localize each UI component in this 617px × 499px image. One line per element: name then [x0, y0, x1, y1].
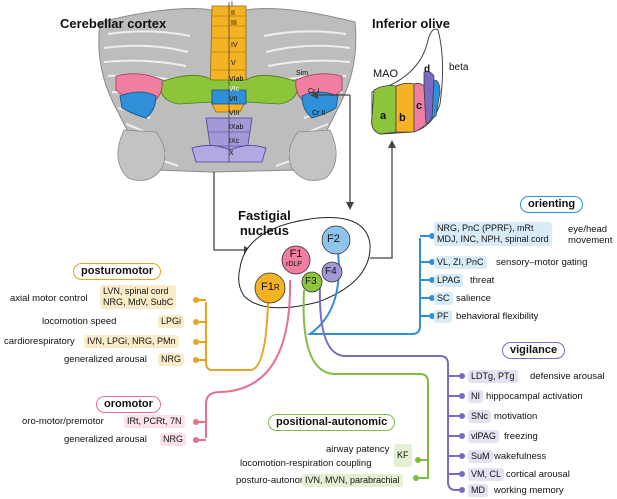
- olive-c-label: c: [416, 100, 423, 112]
- posturomotor-box-cardio: IVN, LPGi, NRG, PMn: [84, 335, 179, 348]
- oromotor-header: oromotor: [96, 396, 161, 413]
- lobule-label: VII: [229, 96, 238, 103]
- lobule-label: III: [231, 20, 237, 27]
- fastigial-title-line1: Fastigial: [238, 208, 291, 223]
- f2-label: F2: [327, 233, 340, 245]
- vigilance-header: vigilance: [502, 342, 566, 359]
- f3-label: F3: [305, 276, 317, 287]
- olive-d-label: d: [424, 64, 431, 75]
- orienting-box-sc: SC: [434, 292, 453, 305]
- orienting-box-eye-head: NRG, PnC (PPRF), mRt MDJ, INC, NPH, spin…: [434, 222, 552, 246]
- orienting-desc-gating: sensory–motor gating: [496, 257, 588, 268]
- lobule-label: X: [229, 150, 234, 157]
- lobule-label: V: [231, 60, 236, 67]
- nucleus-subdivisions: [254, 225, 351, 304]
- posturomotor-box-line: LVN, spinal cord: [103, 286, 169, 296]
- f1-label: F1: [288, 248, 304, 260]
- orienting-header: orienting: [520, 196, 584, 213]
- vigilance-box-vm-cl: VM, CL: [468, 468, 505, 481]
- cr1-label: Cr I: [308, 88, 320, 95]
- vigilance-box-snc: SNc: [468, 410, 492, 423]
- f4-label: F4: [325, 266, 337, 277]
- posturomotor-box-line: NRG, MdV, SubC: [103, 297, 174, 307]
- oromotor-box-premotor: IRt, PCRt, 7N: [124, 415, 185, 428]
- orienting-box-line: NRG, PnC (PPRF), mRt: [437, 223, 534, 233]
- orienting-desc-threat: threat: [470, 275, 495, 286]
- orienting-box-lpag: LPAG: [434, 274, 464, 287]
- sim-label: Sim: [296, 70, 309, 77]
- olive-b-label: b: [399, 112, 406, 124]
- posturomotor-desc-axial: axial motor control: [10, 293, 88, 304]
- posturomotor-header: posturomotor: [73, 263, 162, 280]
- vigilance-desc-wakefulness: wakefulness: [494, 451, 547, 462]
- vigilance-desc-freezing: freezing: [504, 431, 538, 442]
- vigilance-desc-defensive: defensive arousal: [530, 371, 605, 382]
- gray-arrows: [213, 91, 396, 259]
- f1r-label: F1R: [261, 281, 280, 293]
- positional-box-posturo: IVN, MVN, parabrachial: [302, 474, 403, 487]
- olive-a-label: a: [380, 110, 387, 122]
- posturomotor-box-locomotion: LPGi: [158, 315, 185, 328]
- positional-desc-airway: airway patency: [326, 444, 390, 455]
- orienting-desc-flexibility: behavioral flexibility: [456, 311, 539, 322]
- f1r-sub: R: [273, 283, 280, 292]
- posturomotor-box-arousal: NRG: [158, 353, 184, 366]
- vigilance-box-vlpag: vlPAG: [468, 430, 499, 443]
- vigilance-desc-hippocampal: hippocampal activation: [486, 391, 583, 402]
- vigilance-box-ldtg: LDTg, PTg: [468, 370, 518, 383]
- lobule-label: VIII: [229, 110, 240, 117]
- vigilance-box-ni: NI: [468, 390, 483, 403]
- posturomotor-desc-locomotion: locomotion speed: [42, 316, 117, 327]
- lobule-label: II: [231, 10, 235, 17]
- beta-label: beta: [449, 62, 469, 73]
- posturomotor-desc-cardio: cardiorespiratory: [4, 336, 75, 347]
- positional-autonomic-header: positional-autonomic: [268, 414, 396, 431]
- orienting-desc-line: movement: [568, 235, 613, 246]
- orienting-desc-line: eye/head: [568, 224, 608, 235]
- lobule-label: IXab: [229, 124, 244, 131]
- orienting-desc-salience: salience: [456, 293, 491, 304]
- f1-main: F1: [289, 248, 303, 260]
- inferior-olive-illustration: [371, 28, 444, 135]
- lobule-label: VIc: [229, 86, 240, 93]
- lobule-label: I: [231, 1, 233, 8]
- posturomotor-box-axial: LVN, spinal cord NRG, MdV, SubC: [100, 285, 177, 309]
- oromotor-box-arousal: NRG: [160, 433, 186, 446]
- posturomotor-desc-arousal: generalized arousal: [64, 354, 147, 365]
- inferior-olive-title: Inferior olive: [372, 16, 451, 31]
- positional-desc-posturo: posturo-autonomic: [236, 475, 315, 486]
- endpoint-dots: [193, 233, 465, 493]
- fastigial-nucleus-title: Fastigial nucleus: [238, 208, 291, 238]
- f1-sub-label: rDLP: [286, 261, 302, 268]
- vigilance-desc-motivation: motivation: [494, 411, 538, 422]
- cerebellar-cortex-title: Cerebellar cortex: [60, 16, 167, 31]
- orienting-box-pf: PF: [434, 310, 452, 323]
- vigilance-desc-memory: working memory: [494, 485, 564, 496]
- cerebellum-illustration: [98, 2, 357, 181]
- lobule-label: IXc: [229, 138, 240, 145]
- orienting-box-gating: VL, ZI, PnC: [434, 256, 487, 269]
- oromotor-desc-premotor: oro-motor/premotor: [22, 416, 104, 427]
- posturomotor-lines: [196, 299, 269, 371]
- lobule-label: IV: [231, 42, 238, 49]
- vigilance-box-md: MD: [468, 484, 488, 497]
- positional-desc-coupling: locomotion-respiration coupling: [240, 458, 372, 469]
- lobule-label: VIab: [229, 76, 244, 83]
- mao-label: MAO: [373, 68, 399, 80]
- vigilance-desc-cortical: cortical arousal: [506, 469, 570, 480]
- f1r-main: F1: [261, 281, 274, 293]
- positional-box-kf: KF: [394, 444, 412, 467]
- oromotor-desc-arousal: generalized arousal: [64, 434, 147, 445]
- orienting-desc-eye-head: eye/head movement: [568, 224, 612, 246]
- cr2-label: Cr II: [312, 110, 326, 117]
- fastigial-title-line2: nucleus: [239, 223, 289, 238]
- orienting-box-line: MDJ, INC, NPH, spinal cord: [437, 234, 549, 244]
- vigilance-box-sum: SuM: [468, 450, 493, 463]
